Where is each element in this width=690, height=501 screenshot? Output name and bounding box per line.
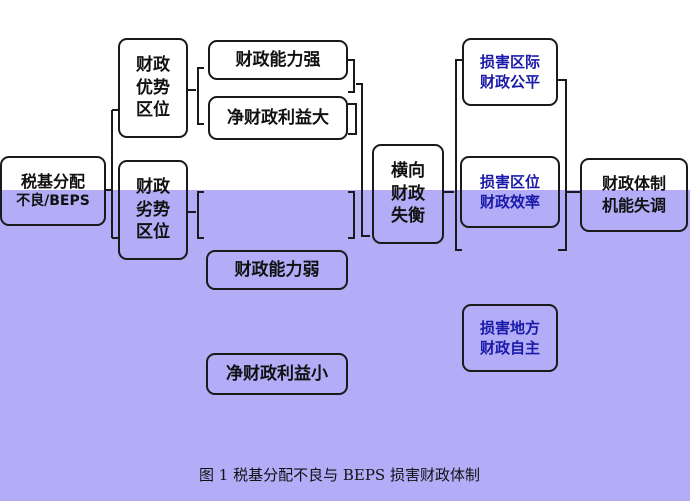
low-net-benefit-label: 净财政利益小 [226, 363, 328, 384]
advantage-line-2: 优势 [136, 77, 170, 98]
beps-label: 不良/BEPS [16, 193, 90, 210]
equity-line-2: 财政公平 [479, 73, 540, 91]
fiscal-disadvantage-location-box: 财政 劣势 区位 [118, 160, 188, 260]
disadvantage-line-2: 劣势 [136, 199, 170, 220]
high-net-fiscal-benefit-box: 净财政利益大 [208, 96, 348, 140]
high-net-benefit-label: 净财政利益大 [227, 107, 329, 128]
imbalance-line-3: 失衡 [391, 206, 425, 227]
advantage-line-1: 财政 [136, 54, 170, 75]
tax-base-allocation-label: 税基分配 [20, 171, 85, 191]
imbalance-line-1: 横向 [391, 160, 425, 181]
low-net-fiscal-benefit-box: 净财政利益小 [206, 353, 348, 395]
figure-caption: 图 1 税基分配不良与 BEPS 损害财政体制 [199, 466, 480, 484]
imbalance-line-2: 财政 [391, 183, 425, 204]
disadvantage-line-1: 财政 [136, 176, 170, 197]
harm-location-efficiency-box: 损害区位 财政效率 [460, 156, 560, 228]
strong-capacity-label: 财政能力强 [235, 49, 321, 70]
efficiency-line-1: 损害区位 [479, 172, 540, 191]
weak-fiscal-capacity-box: 财政能力弱 [206, 250, 348, 290]
equity-line-1: 损害区际 [479, 52, 540, 71]
autonomy-line-1: 损害地方 [479, 318, 540, 337]
disadvantage-line-3: 区位 [136, 222, 170, 243]
selection-highlight [0, 190, 690, 501]
fiscal-advantage-location-box: 财政 优势 区位 [118, 38, 188, 138]
system-line-1: 财政体制 [601, 174, 666, 194]
harm-interregional-equity-box: 损害区际 财政公平 [462, 38, 558, 106]
efficiency-line-2: 财政效率 [479, 193, 540, 211]
weak-capacity-label: 财政能力弱 [234, 259, 320, 280]
fiscal-system-dysfunction-box: 财政体制 机能失调 [580, 158, 688, 232]
strong-fiscal-capacity-box: 财政能力强 [208, 40, 348, 80]
horizontal-fiscal-imbalance-box: 横向 财政 失衡 [372, 144, 444, 244]
tax-base-allocation-box: 税基分配 不良/BEPS [0, 156, 106, 226]
system-line-2: 机能失调 [601, 196, 666, 215]
advantage-line-3: 区位 [136, 100, 170, 121]
autonomy-line-2: 财政自主 [479, 339, 540, 357]
harm-local-autonomy-box: 损害地方 财政自主 [462, 304, 558, 372]
